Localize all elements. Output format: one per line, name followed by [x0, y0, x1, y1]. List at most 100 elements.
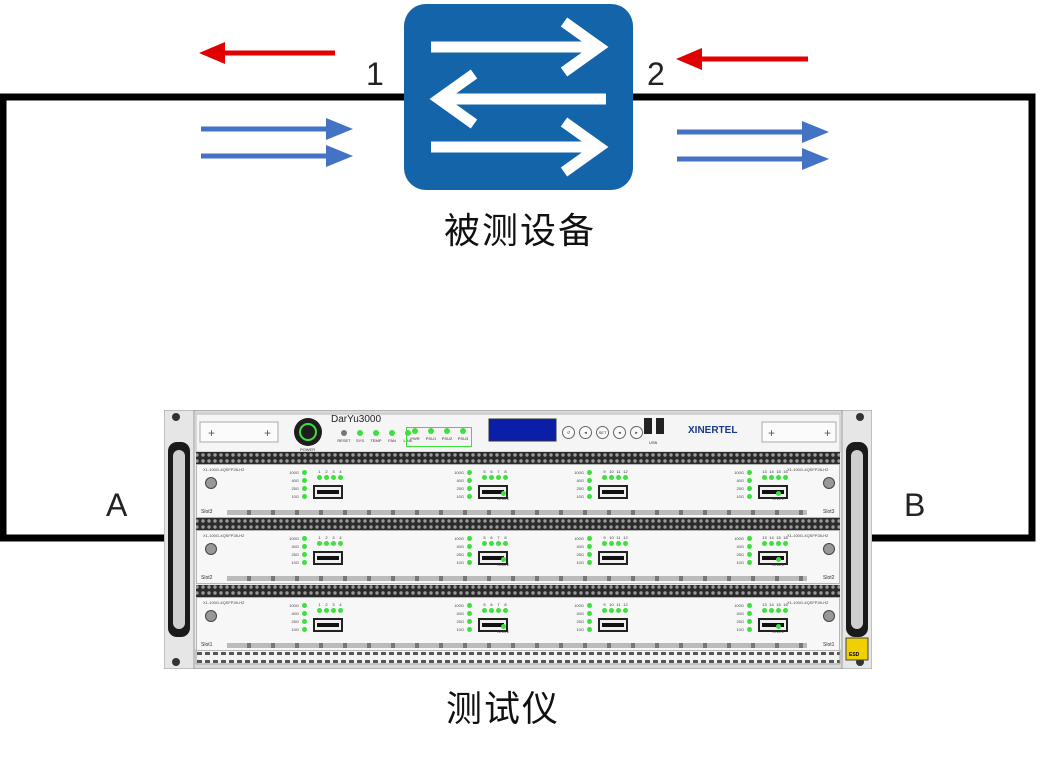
- speed-led: 100G: [732, 469, 752, 476]
- speed-label: 100G: [289, 603, 299, 608]
- port-led: [324, 475, 329, 480]
- port-number: 14: [769, 535, 774, 546]
- port-number: 11: [616, 535, 621, 546]
- port-number-text: 8: [504, 602, 507, 607]
- qsfp-port[interactable]: [598, 485, 628, 499]
- speed-led-dot: [587, 478, 592, 483]
- speed-led: 10G: [572, 493, 592, 500]
- port-led: [482, 608, 487, 613]
- speed-led: 100G: [287, 602, 307, 609]
- port-number: 4: [338, 602, 343, 613]
- slot-label: Slot2: [823, 575, 835, 581]
- card-name: X1-100G-4QSFP28-H2: [203, 600, 245, 605]
- speed-label: 25G: [576, 552, 584, 557]
- port-number: 8: [503, 469, 508, 480]
- qsfp-port-slot: [602, 623, 624, 627]
- speed-led-dot: [467, 544, 472, 549]
- port-number: 1: [317, 469, 322, 480]
- port-number: 1: [317, 602, 322, 613]
- panel-button-3[interactable]: ◄: [613, 426, 626, 439]
- speed-led-dot: [747, 494, 752, 499]
- return-arrow-left: [199, 42, 335, 64]
- qsfp-port[interactable]: [598, 618, 628, 632]
- dut-port-2-label: 2: [647, 56, 665, 92]
- state-led: [775, 624, 781, 629]
- qsfp-port[interactable]: [598, 551, 628, 565]
- panel-button-1[interactable]: ◄: [579, 426, 592, 439]
- port-number-text: 2: [325, 535, 328, 540]
- speed-label: 10G: [456, 494, 464, 499]
- speed-led-dot: [747, 603, 752, 608]
- qsfp-port-slot: [317, 623, 339, 627]
- qsfp-port[interactable]: [313, 551, 343, 565]
- port-number-text: 10: [609, 602, 614, 607]
- port-led: [783, 608, 788, 613]
- card-name: X1-100G-4QSFP28-H2: [787, 467, 829, 472]
- qsfp-port[interactable]: [758, 618, 788, 632]
- port-led: [776, 608, 781, 613]
- qsfp-port[interactable]: [478, 551, 508, 565]
- speed-led-dot: [467, 611, 472, 616]
- port-number: 10: [609, 602, 614, 613]
- speed-label: 10G: [291, 560, 299, 565]
- speed-led: 100G: [452, 602, 472, 609]
- speed-led: 40G: [452, 610, 472, 617]
- port-number: 15: [776, 469, 781, 480]
- speed-led: 25G: [287, 485, 307, 492]
- port-led: [489, 608, 494, 613]
- speed-label: 100G: [454, 603, 464, 608]
- panel-button-4[interactable]: ►: [630, 426, 643, 439]
- port-led: [331, 475, 336, 480]
- qsfp-port[interactable]: [758, 485, 788, 499]
- port-number: 5: [482, 469, 487, 480]
- panel-button-0[interactable]: ↺: [562, 426, 575, 439]
- qsfp-port-slot: [317, 490, 339, 494]
- speed-led-dot: [467, 560, 472, 565]
- port-number: 9: [602, 469, 607, 480]
- card-ejector[interactable]: [227, 510, 807, 515]
- port-led: [317, 541, 322, 546]
- qsfp-port-slot: [482, 556, 504, 560]
- status-led-label: LINK: [403, 438, 413, 443]
- qsfp-port[interactable]: [313, 485, 343, 499]
- card-ejector[interactable]: [227, 576, 807, 581]
- speed-led-dot: [747, 560, 752, 565]
- power-led-dot: [460, 428, 466, 434]
- qsfp-port[interactable]: [478, 618, 508, 632]
- port-number-text: 10: [609, 535, 614, 540]
- port-number: 8: [503, 535, 508, 546]
- speed-led: 25G: [732, 551, 752, 558]
- qsfp-port[interactable]: [758, 551, 788, 565]
- panel-button-2[interactable]: SET: [596, 426, 609, 439]
- port-number: 7: [496, 535, 501, 546]
- speed-led-dot: [302, 536, 307, 541]
- usb-ports[interactable]: [642, 417, 666, 436]
- port-number: 7: [496, 469, 501, 480]
- speed-label: 25G: [456, 552, 464, 557]
- speed-led-dot: [587, 611, 592, 616]
- power-button[interactable]: [296, 418, 320, 446]
- speed-label: 40G: [576, 611, 584, 616]
- port-number-text: 9: [603, 602, 606, 607]
- qsfp-port[interactable]: [313, 618, 343, 632]
- card-ejector[interactable]: [227, 643, 807, 648]
- port-led: [783, 475, 788, 480]
- port-led: [623, 541, 628, 546]
- speed-led: 10G: [287, 559, 307, 566]
- speed-led: 25G: [287, 618, 307, 625]
- tester-brand-logo: XINERTEL: [688, 425, 738, 436]
- port-number-text: 15: [776, 469, 781, 474]
- qsfp-port[interactable]: [478, 485, 508, 499]
- port-number: 12: [623, 602, 628, 613]
- speed-label: 100G: [454, 470, 464, 475]
- speed-label: 25G: [736, 619, 744, 624]
- speed-label: 10G: [576, 627, 584, 632]
- speed-label: 25G: [576, 486, 584, 491]
- speed-led: 10G: [287, 493, 307, 500]
- power-led-0: PWR: [409, 428, 421, 446]
- port-number: 10: [609, 469, 614, 480]
